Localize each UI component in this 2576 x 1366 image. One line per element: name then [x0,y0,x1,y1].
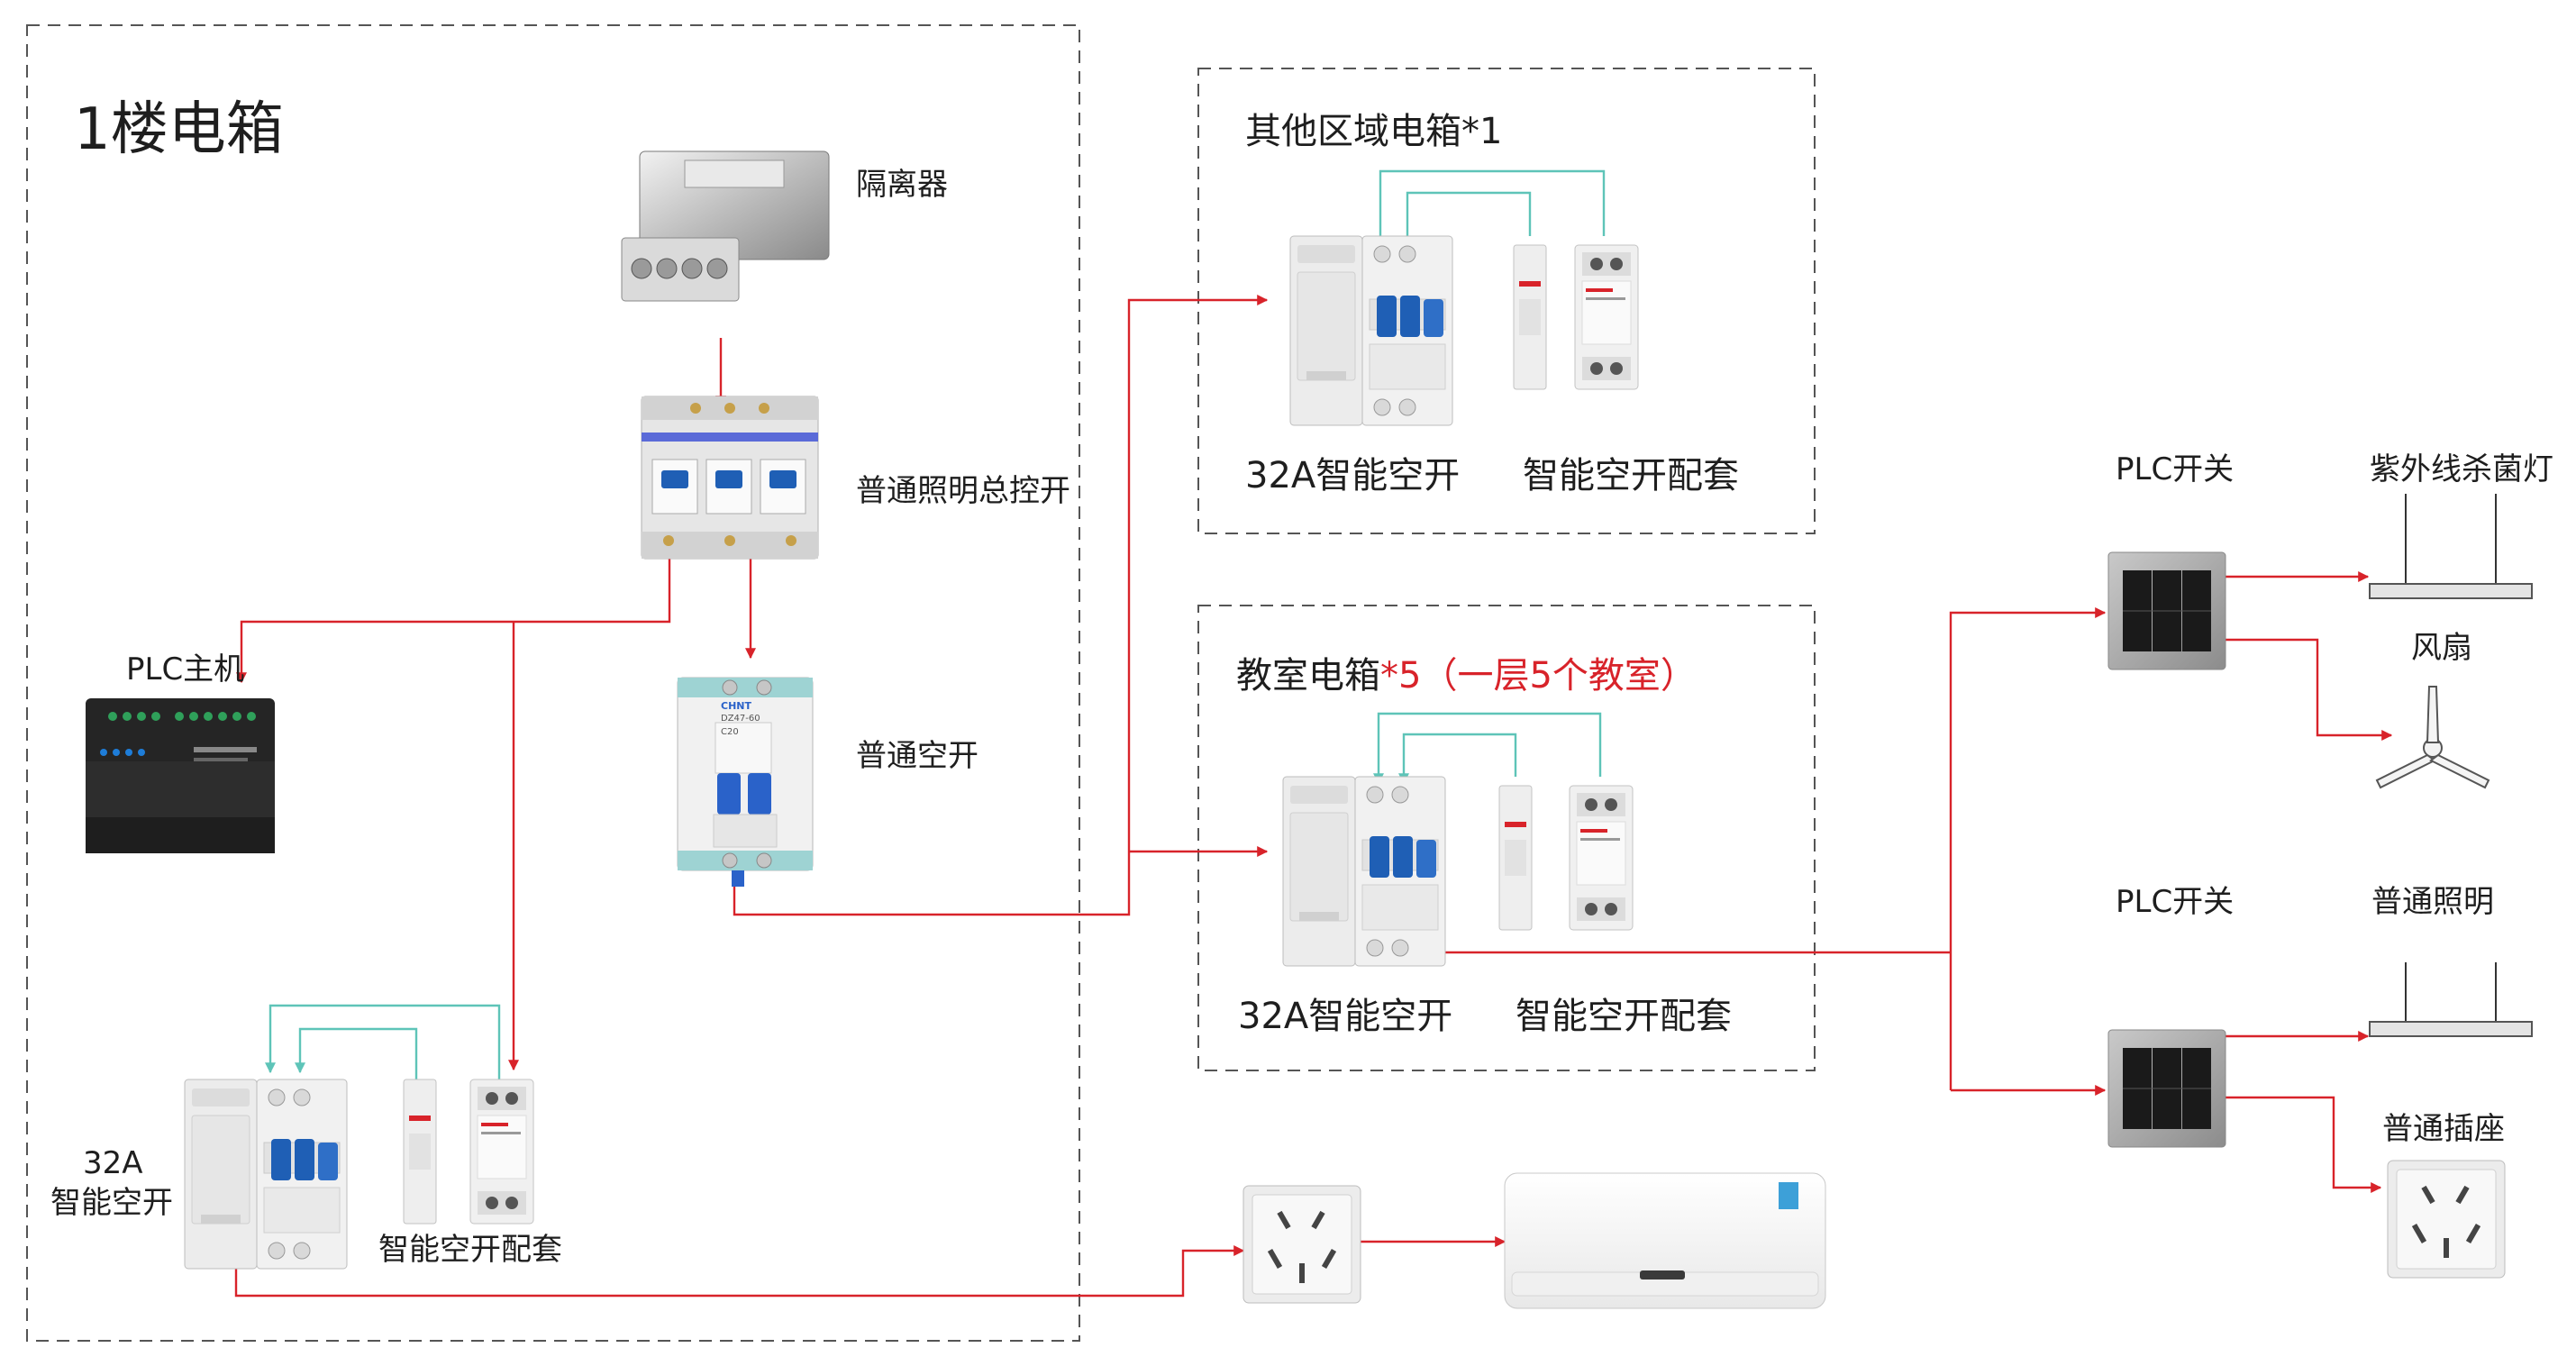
breaker-device [677,677,814,887]
isolator-label: 隔离器 [856,167,948,203]
smart-breaker-label-line2: 智能空开 [50,1185,173,1221]
uv-lamp-label: 紫外线杀菌灯 [2370,451,2553,487]
panel-classroom-title: 教室电箱*5（一层5个教室） [1236,658,1697,694]
breaker-rating-text: C20 [721,727,739,737]
breaker-to-panels [733,295,1269,916]
panel-classroom-kit-label: 智能空开配套 [1516,996,1732,1037]
socket-device-right [2387,1160,2506,1279]
lighting-device [2369,962,2533,1037]
power-lines [234,295,2393,1298]
switch1-to-fan [2226,638,2393,741]
fan-label: 风扇 [2411,630,2472,666]
thin-module-classroom [1498,785,1533,931]
plc-switch-2-label: PLC开关 [2116,884,2235,920]
smart-breaker-other [1289,235,1453,426]
panel-main-border [26,24,1080,1342]
smart-breaker-main [184,1079,348,1270]
panel-classroom-title-main: 教室电箱 [1236,655,1380,697]
smart-breaker-kit-label: 智能空开配套 [378,1232,562,1268]
plc-host-device [86,698,275,853]
socket-device-main [1242,1185,1361,1304]
main-switch-device [641,396,819,560]
lighting-label: 普通照明 [2371,884,2494,920]
thin-module-main [403,1079,437,1225]
plc-switch-1-device [2107,551,2226,670]
kit-module-other [1574,244,1639,390]
plc-switch-1-label: PLC开关 [2116,451,2235,487]
panel-main-title: 1楼电箱 [74,96,284,163]
main-switch-label: 普通照明总控开 [856,473,1070,509]
plc-switch-2-device [2107,1029,2226,1148]
smart-to-socket [234,1245,1245,1298]
breaker-brand-text: CHNT [721,700,751,712]
signal-lines [265,169,1606,1079]
main-to-plc-host [236,559,671,684]
isolator-device [621,150,830,302]
panel-other-kit-label: 智能空开配套 [1523,455,1739,496]
thin-module-other [1513,244,1547,390]
socket-label: 普通插座 [2382,1111,2505,1147]
panel-classroom-title-note: *5（一层5个教室） [1380,655,1697,697]
panel-classroom-border [1197,605,1816,1071]
kit-module-classroom [1569,785,1634,931]
plc-host-label: PLC主机 [126,651,245,688]
panel-classroom-breaker-label: 32A智能空开 [1238,996,1453,1037]
kit-module-main [469,1079,534,1225]
panel-other-title: 其他区域电箱*1 [1245,111,1503,152]
breaker-model-text: DZ47-60 [721,714,760,724]
ac-indoor-unit [1504,1172,1826,1309]
smart-breaker-label-line1: 32A [83,1145,143,1181]
smart-breaker-classroom [1282,776,1446,967]
trunk-up [1949,607,2107,1090]
panel-other-breaker-label: 32A智能空开 [1245,455,1461,496]
breaker-label: 普通空开 [856,738,979,774]
switch2-to-socket [2226,1096,2382,1193]
uv-lamp-device [2369,494,2533,599]
fan-device [2375,686,2490,789]
